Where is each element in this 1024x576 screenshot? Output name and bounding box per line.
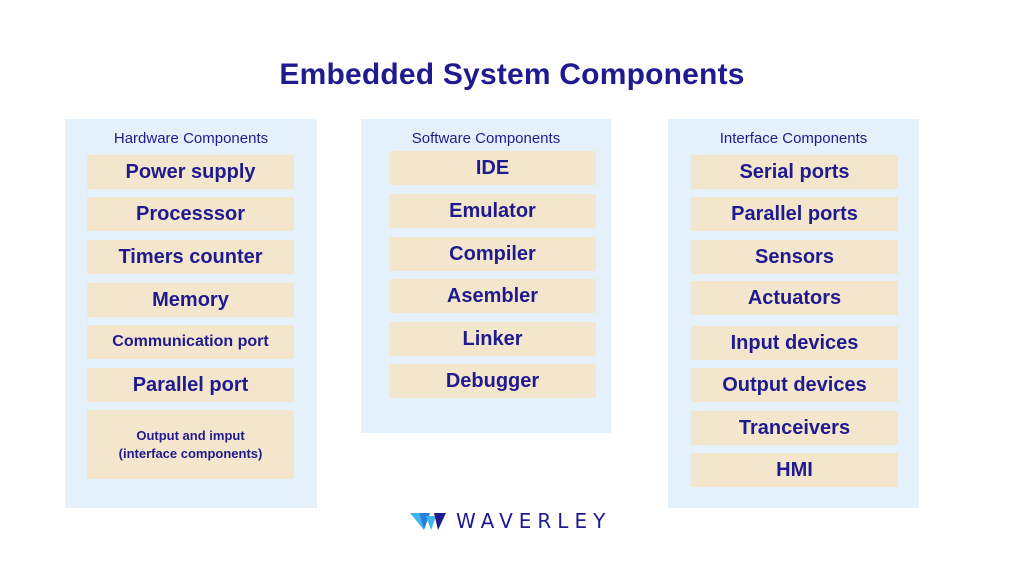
- component-timers-counter: Timers counter: [87, 240, 294, 274]
- component-debugger: Debugger: [389, 364, 596, 398]
- hardware-components-column: Hardware Components Power supply Process…: [65, 119, 317, 508]
- software-components-column: Software Components IDE Emulator Compile…: [361, 119, 611, 433]
- column-heading-software: Software Components: [411, 130, 561, 147]
- waverley-logo-text: WAVERLEY: [456, 509, 612, 533]
- component-parallel-port: Parallel port: [87, 368, 294, 402]
- component-serial-ports: Serial ports: [691, 155, 898, 189]
- component-processor: Processsor: [87, 197, 294, 231]
- waverley-logo: WAVERLEY: [410, 508, 611, 534]
- component-memory: Memory: [87, 283, 294, 317]
- component-emulator: Emulator: [389, 194, 596, 228]
- interface-components-column: Interface Components Serial ports Parall…: [668, 119, 919, 508]
- component-ide: IDE: [389, 151, 596, 185]
- component-power-supply: Power supply: [87, 155, 294, 189]
- diagram-title: Embedded System Components: [279, 58, 745, 91]
- component-compiler: Compiler: [389, 237, 596, 271]
- component-communication-port: Communication port: [87, 325, 294, 359]
- column-heading-interface: Interface Components: [719, 130, 868, 147]
- waverley-logo-icon: [410, 513, 446, 530]
- component-output-devices: Output devices: [691, 368, 898, 402]
- component-output-and-input: Output and imput (interface components): [87, 410, 294, 479]
- component-assembler: Asembler: [389, 279, 596, 313]
- component-tranceivers: Tranceivers: [691, 411, 898, 445]
- component-hmi: HMI: [691, 453, 898, 487]
- component-input-devices: Input devices: [691, 326, 898, 360]
- component-linker: Linker: [389, 322, 596, 356]
- component-actuators: Actuators: [691, 281, 898, 315]
- column-heading-hardware: Hardware Components: [113, 130, 269, 147]
- component-sensors: Sensors: [691, 240, 898, 274]
- component-parallel-ports: Parallel ports: [691, 197, 898, 231]
